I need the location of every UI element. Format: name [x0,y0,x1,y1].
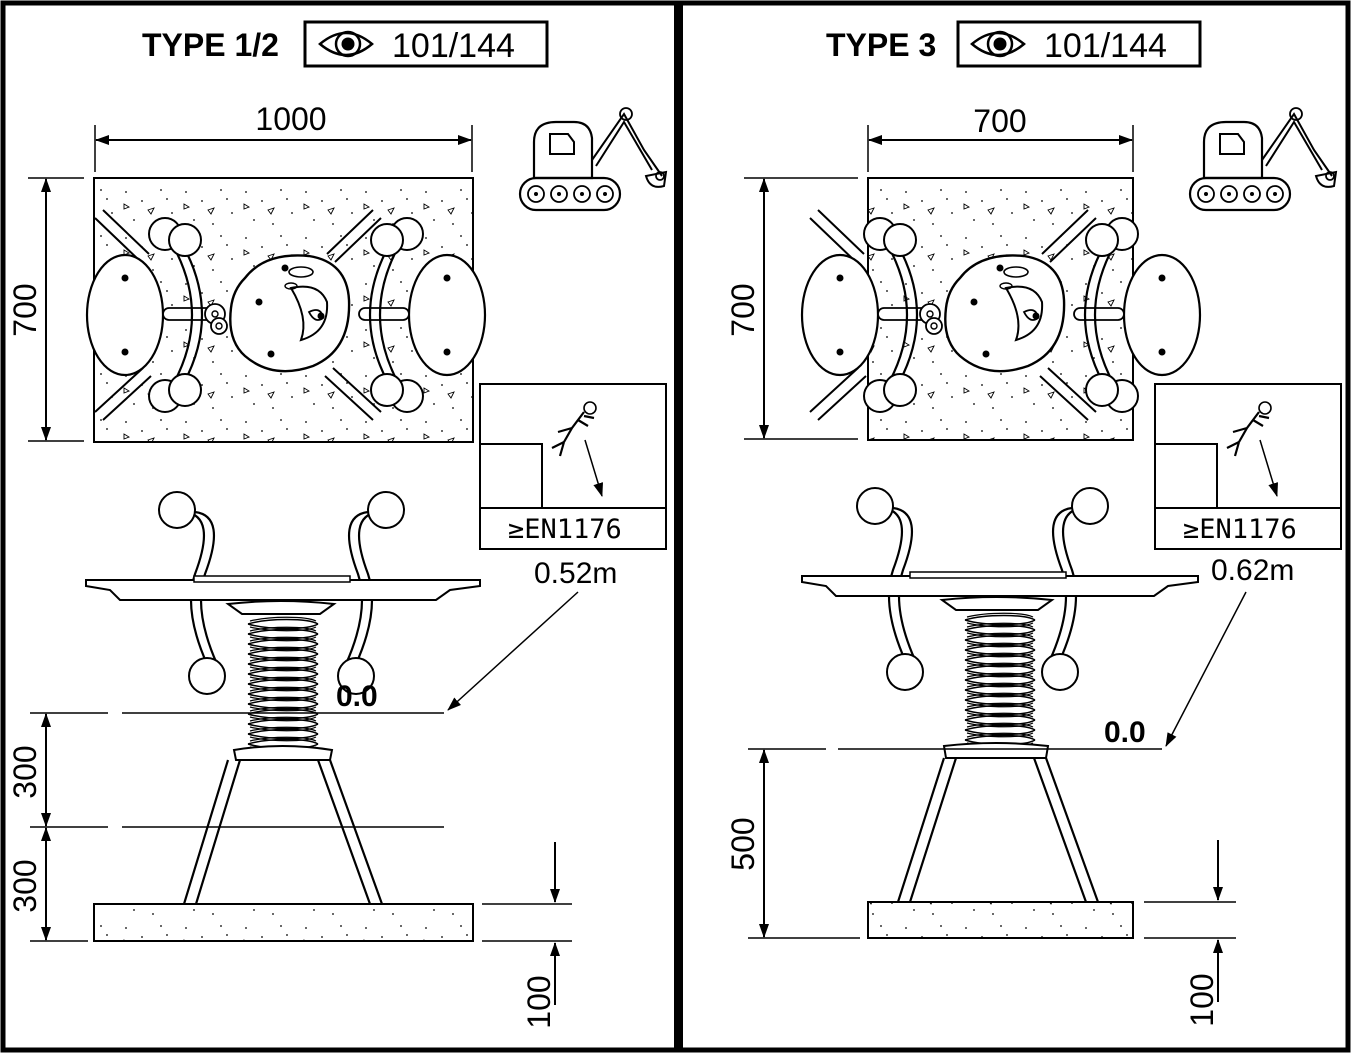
panel-right: TYPE 3 101/144 700 700 ≥EN1176 0.62m [725,20,1342,1027]
ground-level: 0.0 [1104,716,1146,749]
spring [964,612,1036,748]
footing-side [93,903,474,942]
fall-height-leader [1165,591,1247,747]
panel-title: TYPE 3 [826,27,936,63]
fall-height-leader [447,591,579,711]
excavator-icon [1188,106,1338,212]
spring [247,616,319,752]
catalog-code-box [956,20,1202,68]
fall-height: 0.62m [1211,554,1294,587]
catalog-code: 101/144 [1044,27,1167,65]
fall-zone-box [479,383,667,550]
footing-dimension: 100 [521,975,557,1028]
fall-zone-box [1154,383,1342,550]
fall-height: 0.52m [534,557,617,590]
footing-side [867,901,1134,939]
panel-title: TYPE 1/2 [142,27,279,63]
catalog-code: 101/144 [392,27,515,65]
height-dimension-2: 300 [7,859,43,912]
seat-platform [801,575,1199,597]
height-dimension-1: 300 [7,745,43,798]
eye-icon [970,30,1026,58]
seat-platform [85,579,481,601]
standard-label: ≥EN1176 [508,514,622,545]
height-dimension-1: 500 [725,817,761,870]
catalog-code-box [303,20,549,68]
width-dimension: 1000 [255,101,326,137]
panel-left: TYPE 1/2 101/144 1000 700 ≥EN1176 0.52m [7,20,668,1029]
ground-level: 0.0 [336,680,378,713]
depth-dimension: 700 [7,283,43,336]
eye-icon [318,30,374,58]
depth-dimension: 700 [725,283,761,336]
standard-label: ≥EN1176 [1183,514,1297,545]
footing-dimension: 100 [1184,973,1220,1026]
width-dimension: 700 [973,103,1026,139]
excavator-icon [518,106,668,212]
